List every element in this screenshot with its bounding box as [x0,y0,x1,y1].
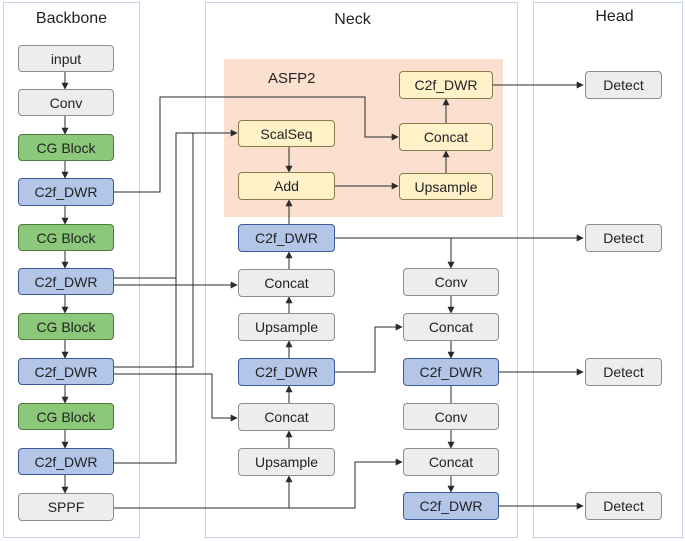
scalseq-node: ScalSeq [238,120,335,147]
neck-concat-node-3: Concat [403,313,499,341]
cg-block-node-1: CG Block [18,134,114,161]
neck-upsample-node-2: Upsample [238,448,335,476]
asfp-c2f-dwr-node: C2f_DWR [399,71,493,99]
c2f-dwr-node-1: C2f_DWR [18,178,114,206]
c2f-dwr-node-4: C2f_DWR [18,448,114,475]
edge-c2f3-concat-n2 [114,373,238,422]
detect-node-3: Detect [585,358,662,386]
add-node: Add [238,172,335,200]
neck-upsample-node-1: Upsample [238,313,335,341]
neck-concat-node-1: Concat [238,269,335,297]
detect-node-1: Detect [585,71,662,99]
c2f-dwr-node-3: C2f_DWR [18,358,114,385]
asfp-upsample-node: Upsample [399,173,493,200]
edge-c2f4-scalseq [114,278,177,464]
asfp-concat-node: Concat [399,123,493,151]
edge-c2f3-scalseq [114,133,194,368]
neck-c2f-dwr-node-3: C2f_DWR [403,358,499,386]
neck-conv-node-2: Conv [403,403,499,430]
sppf-node: SPPF [18,493,114,521]
cg-block-node-4: CG Block [18,403,114,430]
neck-c2f-dwr-node-2: C2f_DWR [238,358,335,386]
edge-c2f-n2-concat-n3 [335,323,403,373]
neck-conv-node-1: Conv [403,268,499,296]
neck-c2f-dwr-node-1: C2f_DWR [238,224,335,252]
neck-c2f-dwr-node-4: C2f_DWR [403,492,499,520]
c2f-dwr-node-2: C2f_DWR [18,268,114,295]
neck-title: Neck [334,11,371,28]
cg-block-node-3: CG Block [18,313,114,340]
neck-concat-node-2: Concat [238,403,335,431]
asfp2-title: ASFP2 [268,70,316,87]
detect-node-4: Detect [585,492,662,520]
detect-node-2: Detect [585,224,662,252]
edge-c2f1-concat-asfp [114,96,399,193]
edge-sppf-upsample-n2 [114,475,293,509]
neck-concat-node-4: Concat [403,448,499,476]
cg-block-node-2: CG Block [18,224,114,251]
head-title: Head [595,8,634,25]
input-node: input [18,45,114,72]
conv-node: Conv [18,89,114,116]
edge-c2f2-scalseq [114,129,238,279]
edge-sppf-concat-n4 [289,458,403,509]
backbone-title: Backbone [35,10,108,27]
